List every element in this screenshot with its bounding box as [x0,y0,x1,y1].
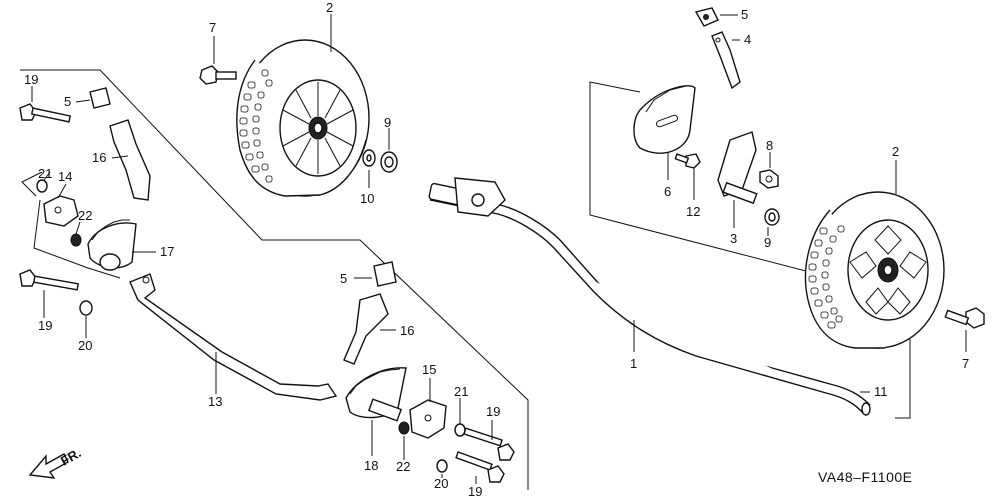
washer-22-a [70,233,82,247]
callout-13: 13 [208,394,222,409]
callout-19-a: 19 [24,72,38,87]
group-frame-left-small [21,171,121,279]
callout-4: 4 [744,32,751,47]
callout-5-right: 5 [741,7,748,22]
washer-20-a [79,300,93,316]
height-gear-18 [345,367,407,422]
callout-7-top: 7 [209,20,216,35]
wheel-top-tread [239,69,273,183]
knob-5-right [694,7,719,27]
callout-2-right: 2 [892,144,899,159]
callout-5-center: 5 [340,271,347,286]
wheel-right-spokes [849,225,927,315]
arm-16-center [343,293,389,365]
callout-8: 8 [766,138,773,153]
callout-21-a: 21 [38,166,52,181]
callout-6: 6 [664,184,671,199]
bolt-19-a [19,103,72,123]
bolt-19-c [463,427,515,461]
callout-16-left: 16 [92,150,106,165]
lever-4 [711,31,741,90]
callout-9-right: 9 [764,235,771,250]
callout-17: 17 [160,244,174,259]
callout-19-b: 19 [38,318,52,333]
wheel-right-tread [808,225,845,329]
front-axle-rod-13 [129,273,338,401]
callout-3: 3 [730,231,737,246]
knob-5-center [373,261,397,287]
callout-16-center: 16 [400,323,414,338]
plate-15 [409,399,447,439]
callout-1: 1 [630,356,637,371]
callout-10: 10 [360,191,374,206]
washer-20-b [436,459,448,473]
wheel-top [236,39,370,197]
callout-20-a: 20 [78,338,92,353]
callout-5-left: 5 [64,94,71,109]
washer-10 [362,149,376,167]
callout-22-b: 22 [396,459,410,474]
bolt-7-top [199,65,237,85]
callout-9-top: 9 [384,115,391,130]
callout-19-d: 19 [468,484,482,499]
rear-axle-rod [428,177,871,416]
callout-12: 12 [686,204,700,219]
wheel-right [804,191,945,349]
washer-21-a [36,179,48,193]
bolt-12 [674,153,701,169]
front-arrow-icon: FR. [28,445,84,479]
callout-14: 14 [58,169,72,184]
washer-9-top [380,151,398,173]
callout-20-b: 20 [434,476,448,491]
height-plate-6 [633,85,696,154]
callout-19-c: 19 [486,404,500,419]
bolt-19-d [455,451,505,483]
callouts: 2 7 9 10 5 4 6 12 8 3 9 2 7 1 11 19 5 16… [24,0,969,499]
callout-22-a: 22 [78,208,92,223]
wheel-top-spokes [282,82,354,174]
washer-9-right [764,208,780,226]
bolt-7-right [944,307,985,329]
bolt-19-b [19,269,79,291]
arm-16-left [109,119,151,201]
leader-lines [31,14,967,484]
callout-15: 15 [422,362,436,377]
nut-8 [759,169,779,189]
callout-2-top: 2 [326,0,333,15]
bracket-3 [717,131,758,205]
knob-5-left-top [89,87,111,109]
plate-14 [43,195,79,227]
washer-22-b [398,421,410,435]
height-gear-17 [87,219,137,271]
callout-21-b: 21 [454,384,468,399]
diagram-code: VA48–F1100E [818,469,913,485]
callout-11: 11 [874,384,888,399]
callout-18: 18 [364,458,378,473]
callout-7-right: 7 [962,356,969,371]
group-frame-left [20,69,529,490]
group-frame-right [589,81,911,419]
